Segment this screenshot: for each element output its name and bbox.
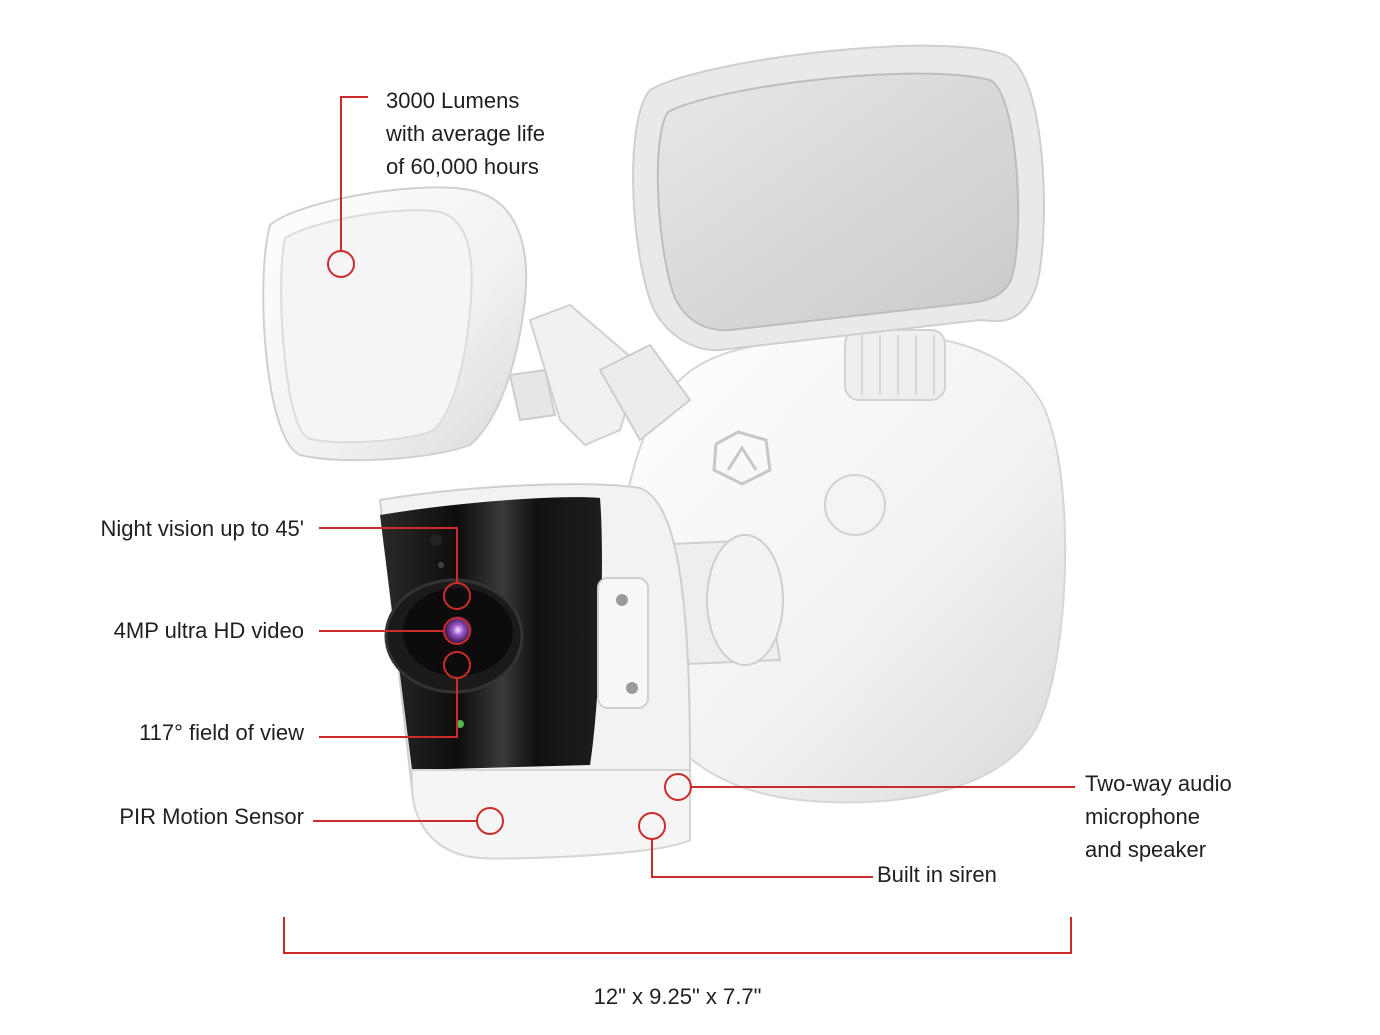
light-head-right: [632, 44, 1045, 352]
callout-marker-lumens: [327, 250, 355, 278]
callout-line-siren: [651, 839, 873, 878]
callout-marker-pir: [476, 807, 504, 835]
label-dimensions: 12" x 9.25" x 7.7": [593, 984, 762, 1009]
wall-mount-base: [619, 331, 1067, 804]
label-fov: 117° field of view: [139, 720, 304, 745]
label-lumens: 3000 Lumens with average life of 60,000 …: [386, 88, 545, 179]
dimension-bracket: [283, 917, 1072, 954]
label-audio: Two-way audio microphone and speaker: [1085, 771, 1232, 862]
left-arm: [508, 303, 692, 447]
callout-marker-video: [443, 617, 471, 645]
callout-marker-audio: [664, 773, 692, 801]
camera-module: [378, 483, 691, 860]
callout-line-fov: [319, 678, 458, 738]
callout-marker-siren: [638, 812, 666, 840]
label-pir: PIR Motion Sensor: [119, 804, 304, 829]
brand-logo-icon: [712, 430, 772, 486]
right-swivel: [844, 329, 946, 401]
callout-lines: [283, 96, 1075, 954]
callout-marker-night-vision: [443, 582, 471, 610]
callout-line-night-vision: [319, 527, 458, 583]
label-night-vision: Night vision up to 45': [100, 516, 304, 541]
label-siren: Built in siren: [877, 862, 997, 887]
light-head-left: [262, 186, 528, 462]
callout-marker-fov: [443, 651, 471, 679]
label-video: 4MP ultra HD video: [113, 618, 304, 643]
callout-line-lumens: [340, 96, 368, 252]
